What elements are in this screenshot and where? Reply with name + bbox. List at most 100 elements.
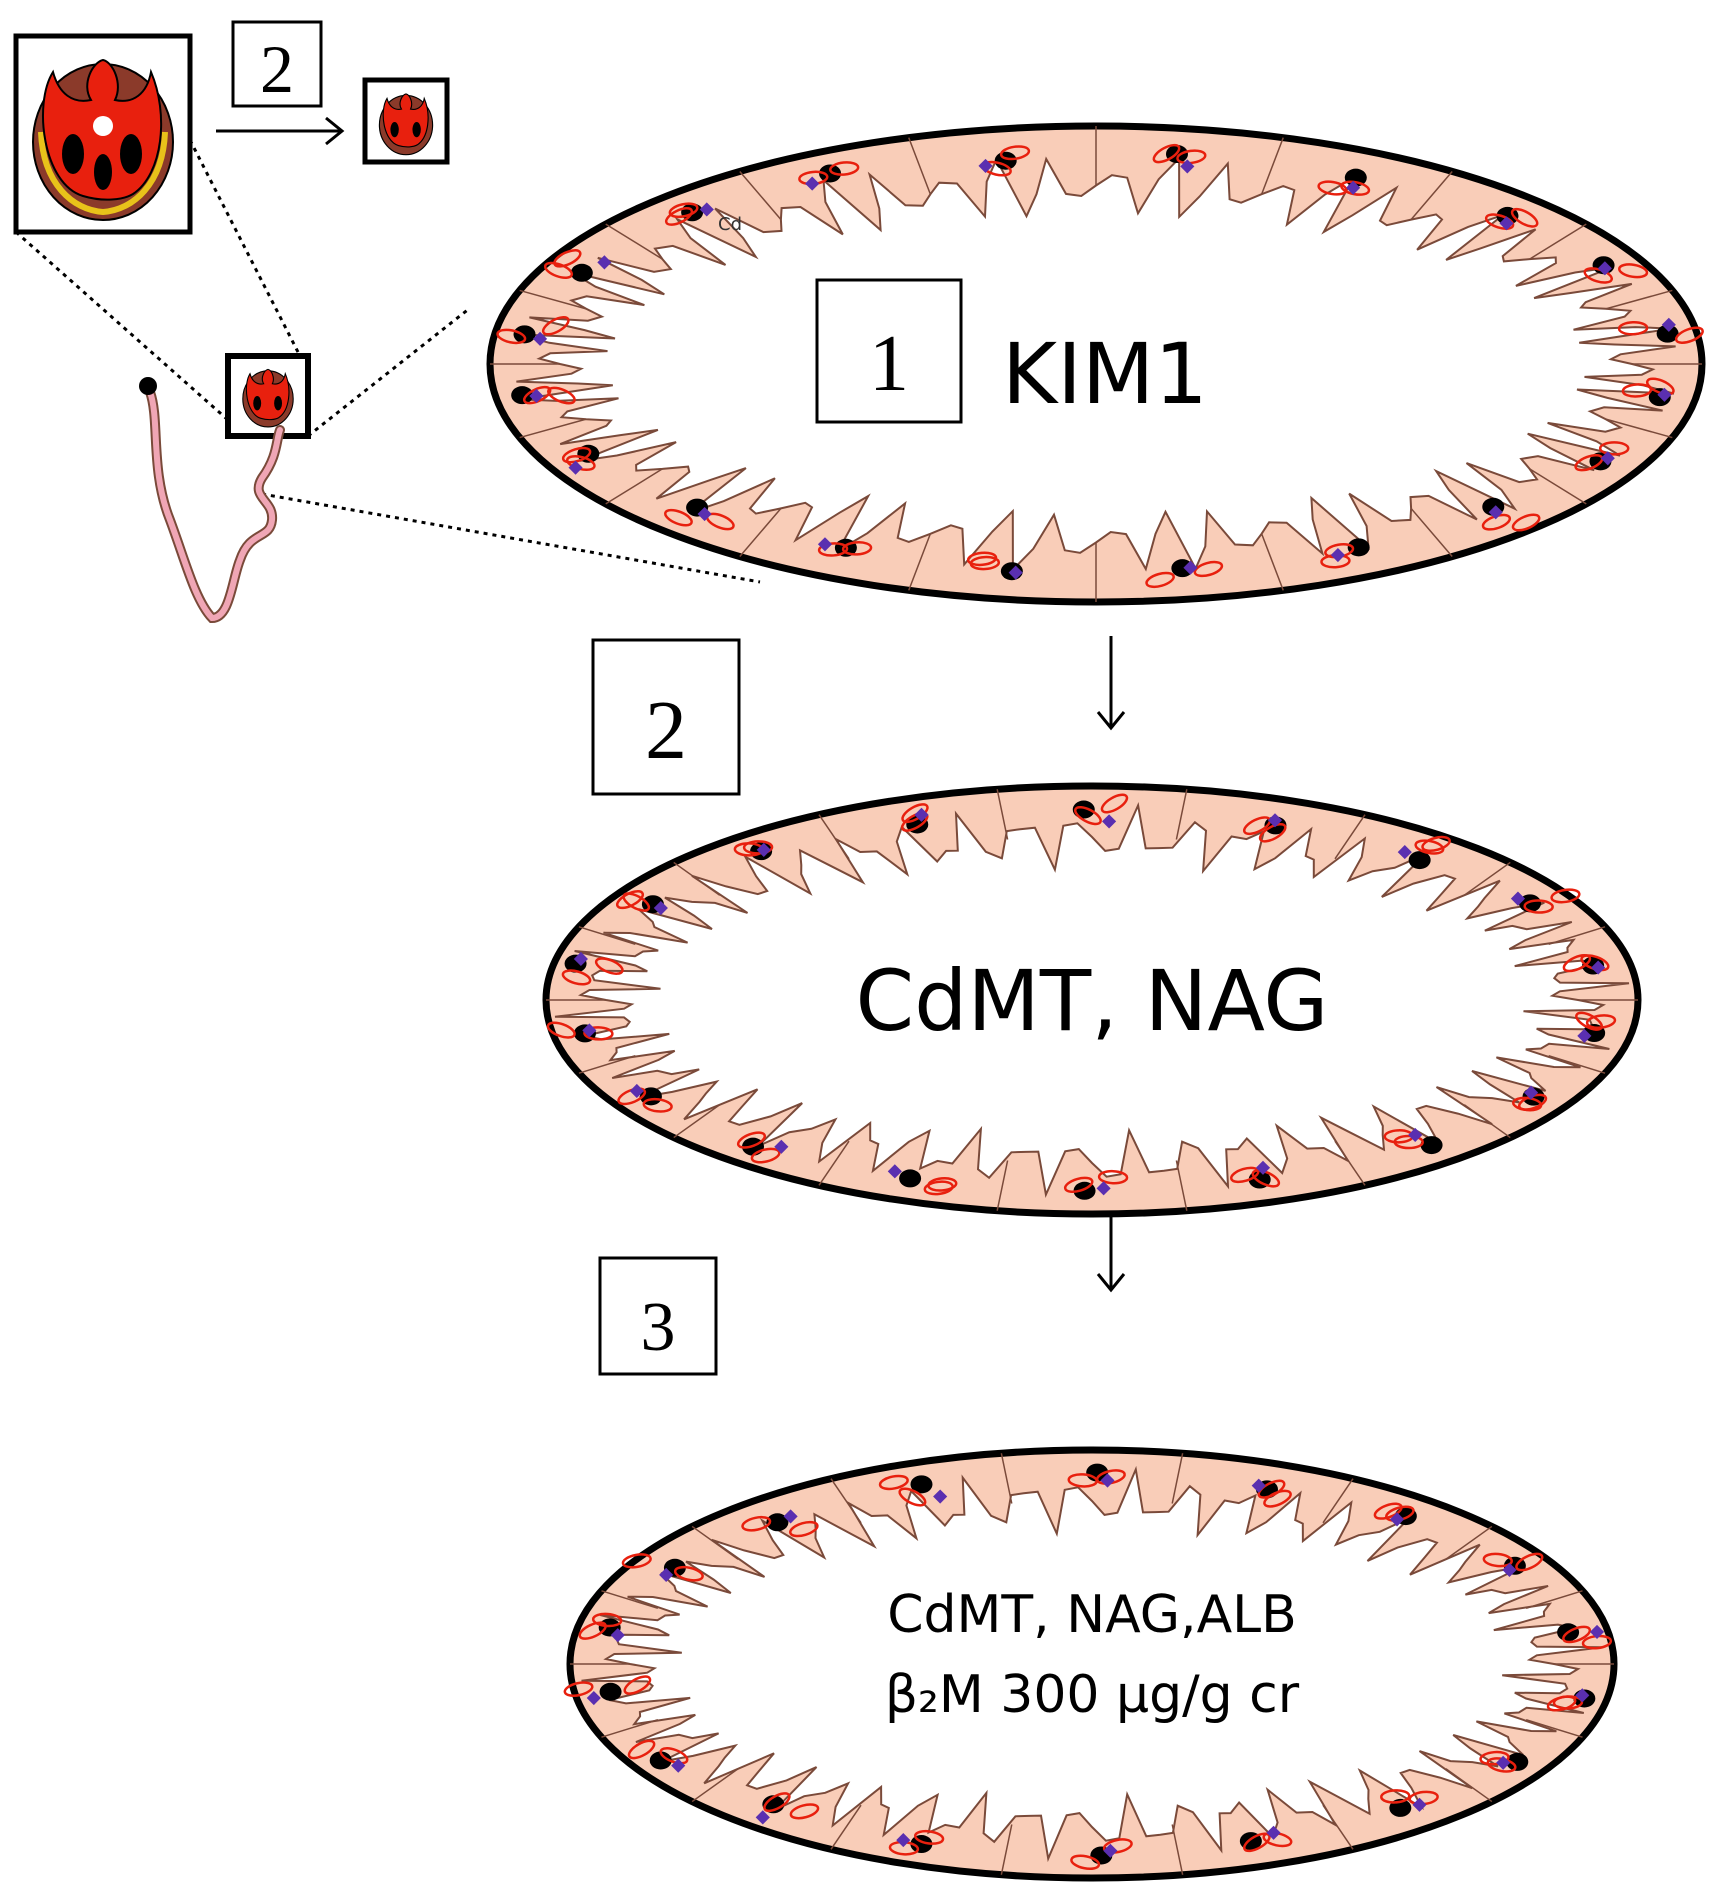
cadmium-granule [582, 1023, 597, 1038]
mitochondrion [741, 1515, 772, 1532]
mitochondrion [1073, 805, 1102, 826]
cadmium-granule [1591, 960, 1606, 975]
cell-border [1322, 1478, 1354, 1524]
mitochondrion [1063, 1176, 1094, 1193]
cell-border [1525, 1719, 1583, 1738]
mitochondrion [1510, 207, 1539, 228]
cell-border [691, 1525, 739, 1560]
marker-cdmt-nag-alb: CdMT, NAG,ALB [887, 1585, 1297, 1645]
cell-border [1322, 1804, 1354, 1850]
mitochondrion [999, 145, 1031, 161]
mitochondrion [561, 446, 592, 464]
cell-nucleus [910, 1475, 933, 1494]
mitochondrion [617, 1087, 647, 1106]
cell-nucleus [1072, 800, 1095, 819]
cadmium-granule [1100, 1473, 1115, 1488]
cadmium-granule [1103, 1843, 1118, 1858]
cadmium-granule [1510, 891, 1526, 906]
mitochondrion [543, 261, 574, 279]
cell-border [601, 1590, 659, 1609]
mitochondrion [594, 957, 624, 975]
cadmium-granule [697, 506, 712, 522]
mitochondrion [1070, 1854, 1101, 1870]
cadmium-granule [1524, 1085, 1539, 1100]
cadmium-granule [699, 202, 714, 217]
cadmium-granule [774, 1139, 789, 1154]
cadmium-granule [887, 1164, 902, 1179]
cd-label: Cd [718, 214, 742, 235]
cell-nucleus [1420, 1136, 1443, 1155]
cadmium-granule [805, 176, 820, 191]
mitochondrion [1645, 377, 1675, 396]
cell-border [996, 1160, 1009, 1211]
cell-border [605, 223, 663, 260]
step-3-label: 3 [641, 1289, 676, 1366]
cell-nucleus [1506, 1752, 1529, 1771]
cell-border [1605, 418, 1673, 439]
cell-nucleus [599, 1682, 622, 1701]
cell-border [1260, 137, 1284, 195]
nephron-icon [139, 377, 285, 624]
mitochondrion [789, 1803, 820, 1820]
mitochondrion [1674, 326, 1704, 344]
cell-border [578, 1055, 636, 1074]
mitochondrion [621, 1553, 652, 1569]
mitochondrion [642, 1097, 673, 1113]
cadmium-granule [1180, 159, 1195, 174]
cell-border [1463, 861, 1511, 896]
cell-nucleus [819, 164, 842, 183]
mitochondrion [1373, 1502, 1403, 1520]
mitochondrion [1482, 1552, 1513, 1568]
cadmium-granule [1600, 451, 1615, 466]
cell-nucleus [994, 151, 1017, 170]
mitochondrion [1393, 1134, 1424, 1150]
cell-border [1260, 533, 1284, 591]
cadmium-granule [659, 1567, 674, 1582]
cadmium-granule [610, 1628, 625, 1643]
cell-border [1171, 1824, 1184, 1875]
cell-border [1410, 170, 1453, 221]
mitochondrion [1258, 822, 1287, 843]
cell-border [1529, 468, 1587, 505]
cadmium-granule [568, 460, 583, 475]
cadmium-granule [671, 1758, 686, 1773]
cell-border [1525, 1590, 1583, 1609]
cell-border [818, 814, 850, 860]
mitochondrion [1152, 143, 1181, 164]
cadmium-granule [755, 1810, 770, 1825]
mitochondrion [927, 1177, 958, 1192]
mitochondrion [1598, 441, 1630, 456]
mitochondrion [1414, 839, 1445, 855]
cell-border [908, 533, 932, 591]
mitochondrion [1515, 1552, 1544, 1572]
mitochondrion [673, 1565, 704, 1582]
cadmium-granule [1346, 180, 1361, 195]
step-2-box: 2 [591, 638, 741, 796]
step-1-label: 1 [869, 320, 909, 408]
mitochondrion [1380, 1789, 1411, 1804]
cell-border [818, 1140, 850, 1186]
cadmium-granule [1496, 1755, 1511, 1770]
cell-border [519, 418, 587, 439]
cell-border [1548, 1055, 1606, 1074]
arrow-1-to-2 [1096, 636, 1126, 731]
tubule-stage-2 [542, 782, 1642, 1218]
cell-border [601, 1719, 659, 1738]
cadmium-granule [1499, 216, 1514, 231]
mitochondrion [913, 1829, 945, 1845]
mitochondrion [1243, 1832, 1271, 1853]
mitochondrion [583, 1026, 614, 1041]
cadmium-granule [1251, 1478, 1266, 1493]
cadmium-granule [1597, 261, 1612, 276]
mitochondrion [923, 1180, 954, 1196]
mitochondrion [1100, 793, 1129, 814]
marker-b2m: β₂M 300 μg/g cr [885, 1665, 1300, 1725]
cadmium-granule [1488, 505, 1503, 520]
cadmium-granule [532, 331, 548, 346]
cadmium-granule [1096, 1181, 1111, 1196]
mitochondrion [1546, 1695, 1577, 1712]
mitochondrion [1550, 888, 1581, 904]
cell-border [1175, 1160, 1188, 1211]
mitochondrion [1484, 213, 1515, 230]
